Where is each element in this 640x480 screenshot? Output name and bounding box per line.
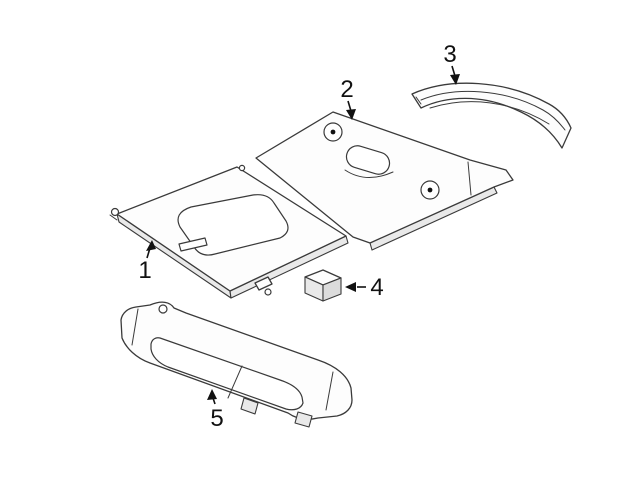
- callout-2: 2: [340, 76, 356, 120]
- part-2-right-crease: [467, 161, 472, 196]
- callout-1: 1: [138, 240, 156, 284]
- part-3-main-face: [411, 82, 572, 149]
- callout-4-label: 4: [370, 274, 383, 301]
- part-1-corner-hook: [109, 214, 118, 221]
- part-5-divider-line: [227, 365, 243, 399]
- callout-2-leader: [347, 100, 352, 112]
- callout-5-label: 5: [210, 405, 223, 432]
- callout-2-arrowhead: [346, 109, 356, 120]
- part-1-corner-clip-left: [110, 207, 120, 217]
- part-3-thickness-line: [420, 90, 566, 131]
- part-5-foot-right: [294, 411, 313, 428]
- callout-4: 4: [345, 274, 384, 301]
- callout-3-label: 3: [443, 41, 456, 68]
- part-5-main-body: [120, 301, 353, 420]
- part-2-speaker-dot-left: [330, 129, 336, 135]
- part-5-foot-left: [240, 397, 259, 415]
- part-4-side-face: [322, 277, 342, 302]
- callout-1-arrowhead: [146, 240, 156, 251]
- part-2-flap-line: [344, 169, 394, 178]
- part-1-bottom-bracket: [254, 276, 273, 291]
- part-5-top-tab-hole: [158, 304, 168, 314]
- part-1-bottom-clip: [264, 288, 272, 296]
- part-3-curved-trim: [411, 82, 572, 149]
- part-2-speaker-dot-right: [427, 187, 433, 193]
- part-1-small-slot: [178, 237, 208, 252]
- callout-5-arrowhead: [207, 389, 217, 400]
- part-3-inner-line: [429, 101, 550, 125]
- part-2-main-face: [255, 111, 514, 244]
- callout-3-leader: [451, 65, 456, 77]
- part-2-oval-cutout: [345, 145, 391, 175]
- part-1-top-corner-clip: [238, 164, 246, 172]
- callout-2-label: 2: [340, 76, 353, 103]
- callout-4-arrowhead: [345, 282, 356, 292]
- part-5-left-wall-line: [131, 308, 139, 346]
- callout-3: 3: [443, 41, 460, 85]
- part-5-tray: [120, 301, 353, 428]
- callout-3-arrowhead: [450, 74, 460, 85]
- part-5-tray-opening: [150, 337, 304, 411]
- part-2-panel: [255, 111, 514, 251]
- part-4-box: [304, 269, 342, 302]
- callout-5: 5: [207, 389, 224, 432]
- part-1-panel: [109, 164, 349, 299]
- part-3-tip-notch: [415, 96, 422, 105]
- part-5-right-wall-line: [325, 371, 334, 411]
- callout-1-label: 1: [138, 257, 151, 284]
